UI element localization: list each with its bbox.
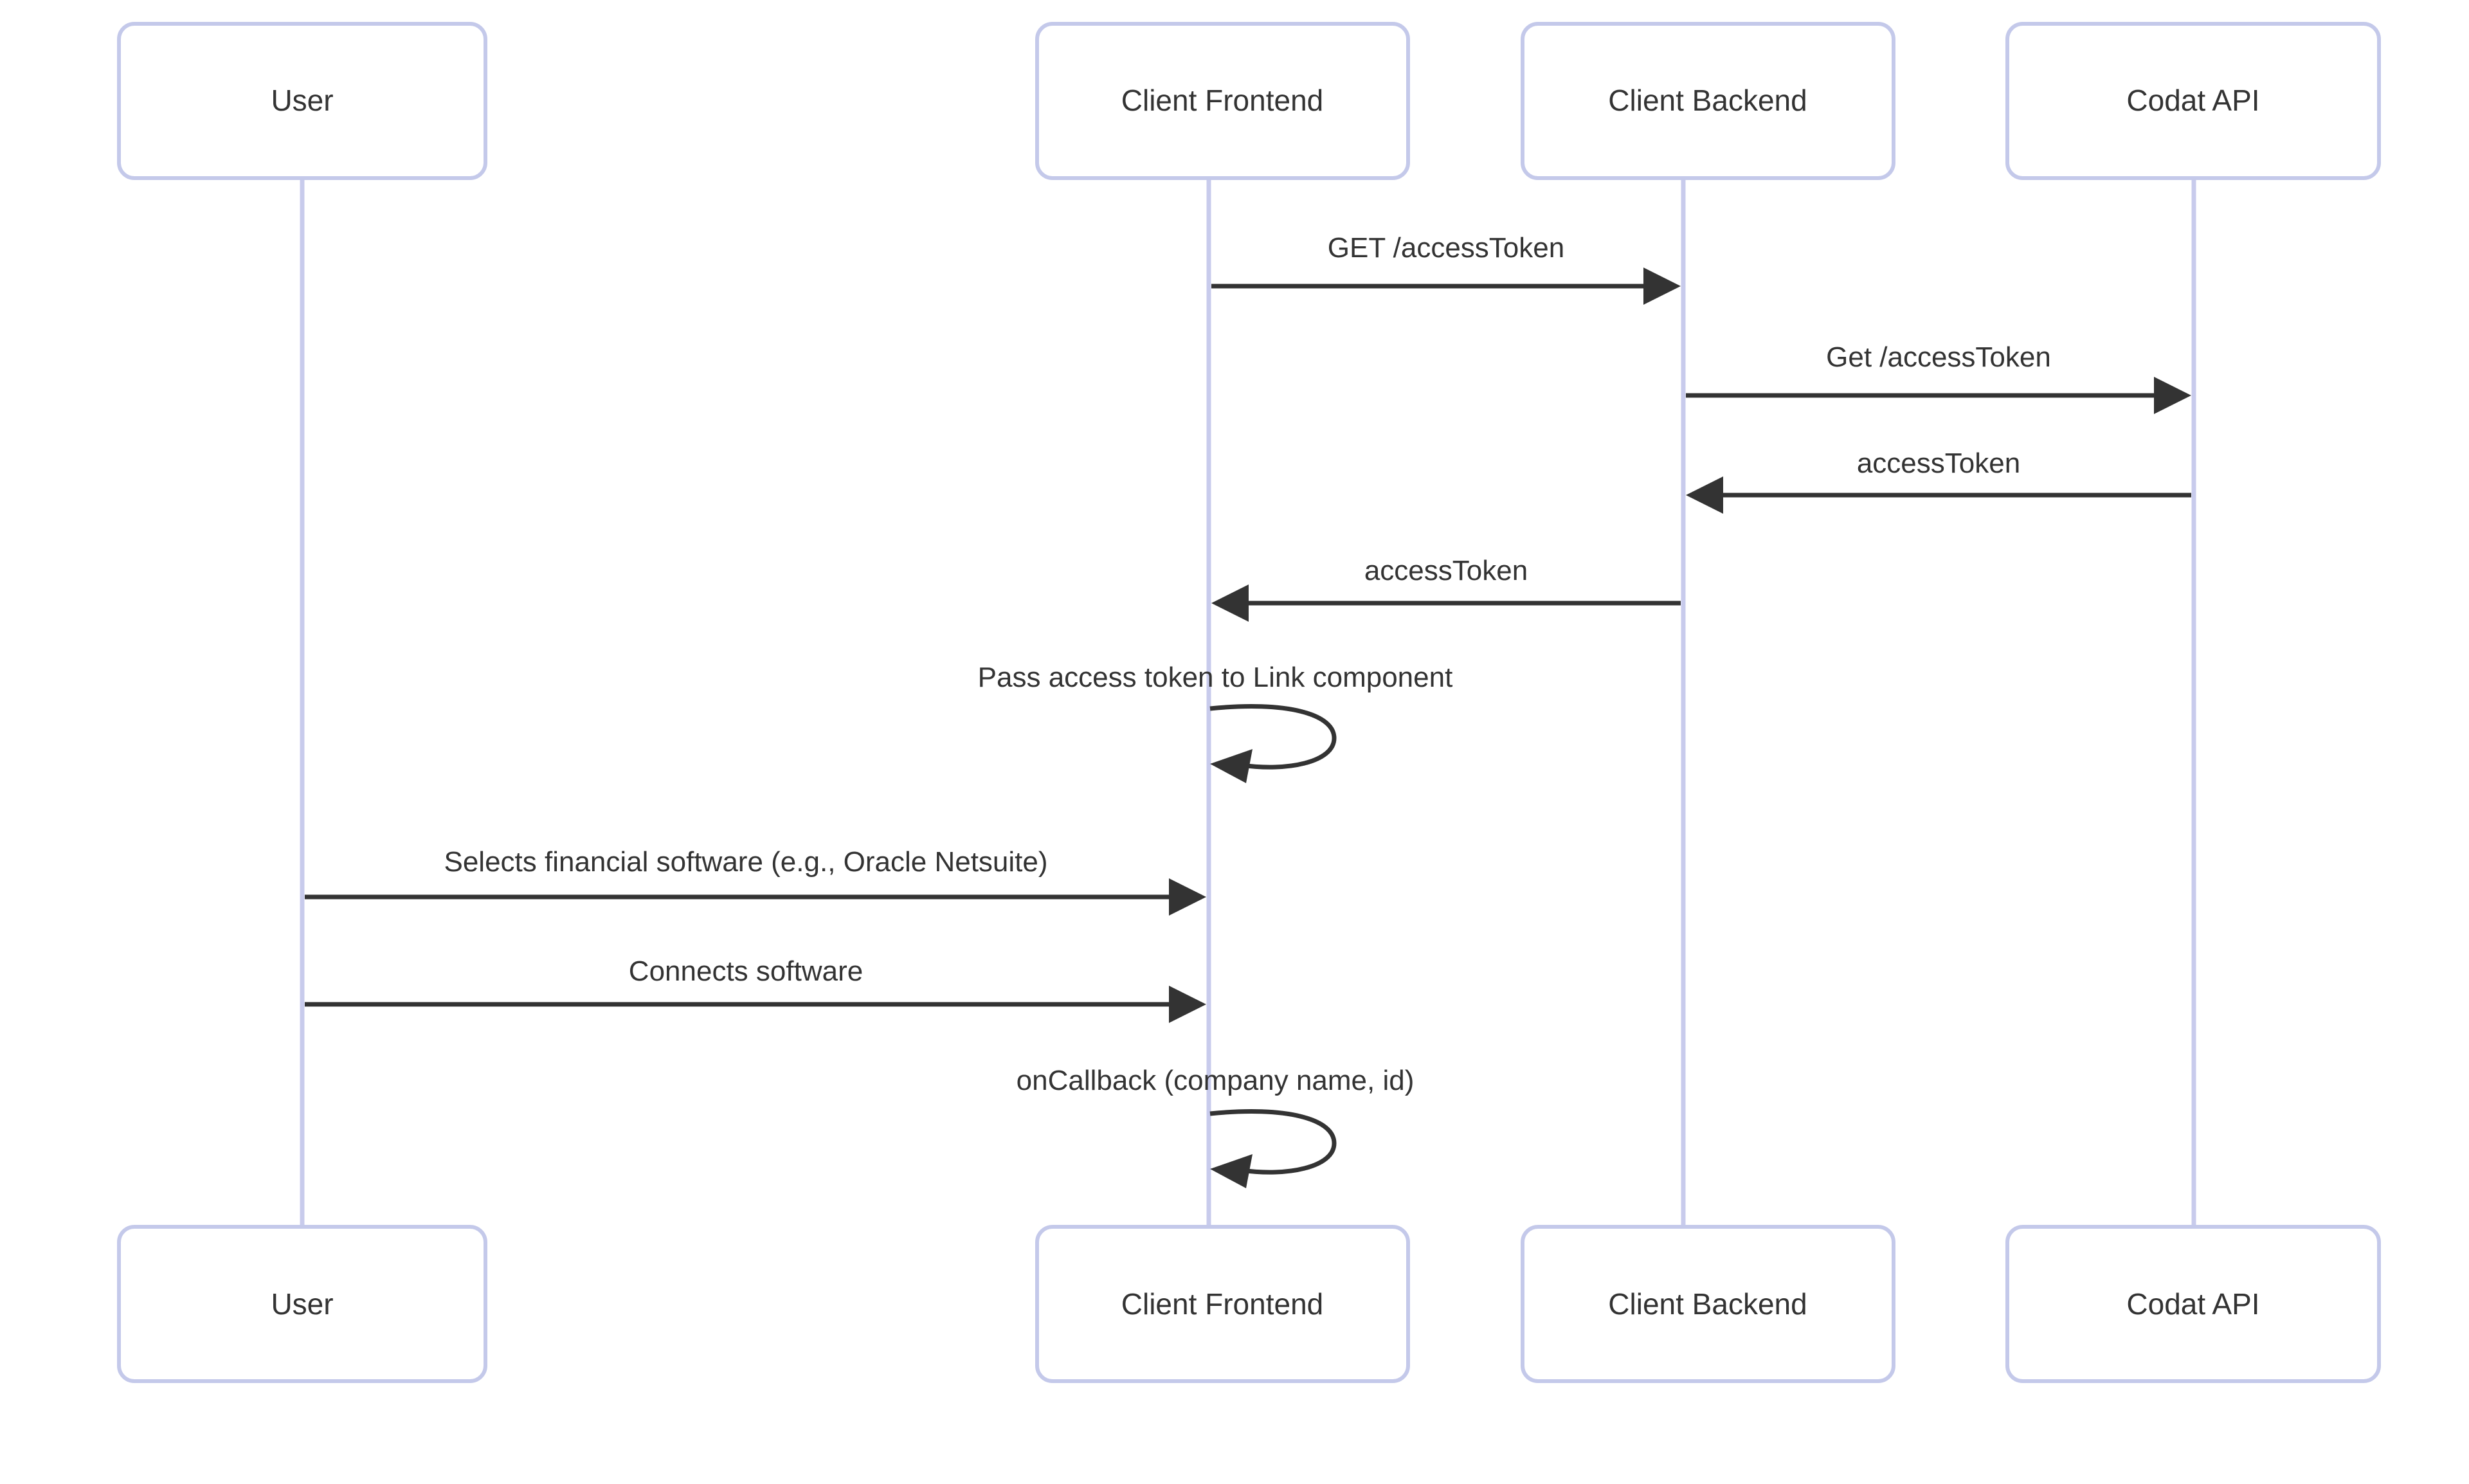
message-oncallback-self-loop[interactable]: onCallback (company name, id) [1017,1065,1415,1188]
participants-top: User Client Frontend Client Backend Coda… [117,22,2381,180]
participant-bottom-user[interactable]: User [117,1225,487,1383]
message-access-token-backend-to-frontend[interactable]: accessToken [1211,555,1681,622]
message-arrowhead-5 [1210,749,1253,783]
participant-label-user-top: User [271,84,333,117]
participant-box-user-bottom[interactable] [117,1225,487,1383]
participant-box-codat-api-top[interactable] [2005,22,2381,180]
participant-bottom-codat-api[interactable]: Codat API [2005,1225,2381,1383]
message-label-8: onCallback (company name, id) [1017,1065,1415,1096]
participant-top-codat-api[interactable]: Codat API [2005,22,2381,180]
participant-top-client-backend[interactable]: Client Backend [1521,22,1895,180]
participant-label-client-frontend-bottom: Client Frontend [1121,1287,1324,1321]
participant-label-client-frontend-top: Client Frontend [1121,84,1324,117]
message-arrowhead-2 [2154,377,2191,414]
participant-label-codat-api-top: Codat API [2126,84,2259,117]
participant-box-client-backend-top[interactable] [1521,22,1895,180]
participant-label-user-bottom: User [271,1287,333,1321]
message-arrowhead-1 [1643,267,1681,305]
participant-bottom-client-backend[interactable]: Client Backend [1521,1225,1895,1383]
participant-box-client-frontend-top[interactable] [1035,22,1410,180]
participant-box-codat-api-bottom[interactable] [2005,1225,2381,1383]
message-arrowhead-3 [1686,476,1723,514]
participant-label-codat-api-bottom: Codat API [2126,1287,2259,1321]
message-label-7: Connects software [629,955,863,987]
message-arrowhead-8 [1210,1154,1253,1188]
participant-box-client-frontend-bottom[interactable] [1035,1225,1410,1383]
message-selects-financial-software[interactable]: Selects financial software (e.g., Oracle… [305,846,1206,916]
message-arrowhead-7 [1169,986,1206,1023]
message-arrowhead-4 [1211,584,1249,622]
message-get-access-token-backend-to-codat[interactable]: Get /accessToken [1686,341,2191,414]
participant-top-user[interactable]: User [117,22,487,180]
participant-box-user-top[interactable] [117,22,487,180]
message-connects-software[interactable]: Connects software [305,955,1206,1023]
participant-box-client-backend-bottom[interactable] [1521,1225,1895,1383]
message-pass-access-token-self-loop[interactable]: Pass access token to Link component [978,662,1453,783]
message-get-access-token-frontend-to-backend[interactable]: GET /accessToken [1211,232,1681,305]
lifelines-group [300,178,2196,1227]
message-loop-path-8 [1209,1109,1337,1175]
participant-label-client-backend-bottom: Client Backend [1608,1287,1807,1321]
message-label-3: accessToken [1857,448,2020,479]
message-loop-path-5 [1209,704,1337,770]
message-label-1: GET /accessToken [1328,232,1564,264]
message-arrowhead-6 [1169,878,1206,916]
participants-bottom: User Client Frontend Client Backend Coda… [117,1225,2381,1383]
participant-label-client-backend-top: Client Backend [1608,84,1807,117]
message-label-6: Selects financial software (e.g., Oracle… [444,846,1047,878]
message-access-token-codat-to-backend[interactable]: accessToken [1686,448,2191,514]
message-label-2: Get /accessToken [1826,341,2051,373]
participant-bottom-client-frontend[interactable]: Client Frontend [1035,1225,1410,1383]
message-label-4: accessToken [1364,555,1528,586]
message-label-5: Pass access token to Link component [978,662,1453,693]
participant-top-client-frontend[interactable]: Client Frontend [1035,22,1410,180]
